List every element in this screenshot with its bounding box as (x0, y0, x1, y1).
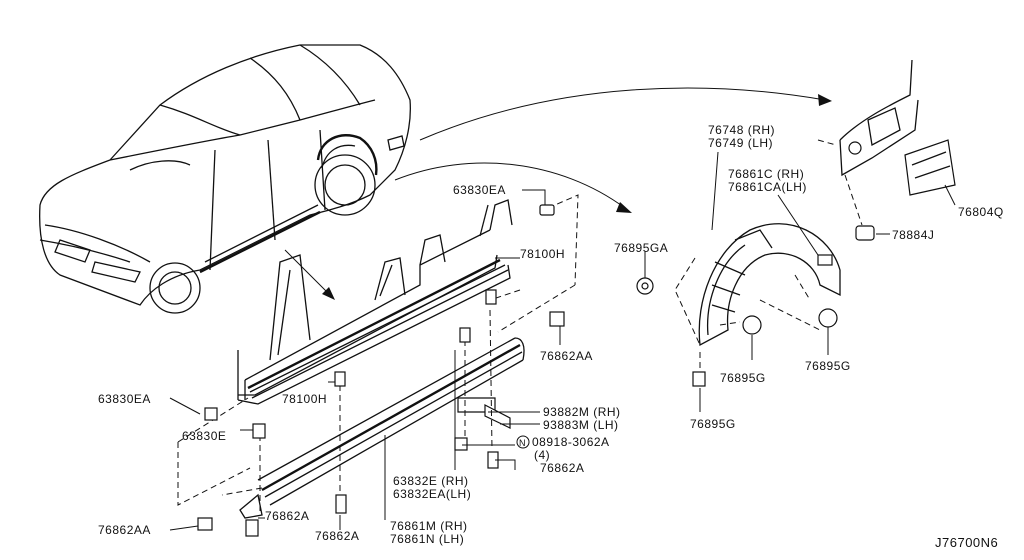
label-76861n: 76861N (LH) (390, 532, 464, 546)
label-76895g-a: 76895G (720, 371, 766, 385)
leader-lines-right (644, 252, 829, 412)
label-08918-qty: (4) (534, 448, 550, 462)
label-76748: 76748 (RH) (708, 123, 775, 137)
car-illustration (39, 44, 411, 314)
label-63830ea-top: 63830EA (453, 183, 506, 197)
fasteners-left (197, 204, 565, 537)
label-76861c: 76861C (RH) (728, 167, 804, 181)
side-sill-assembly (237, 199, 525, 519)
label-63830ea-left: 63830EA (98, 392, 151, 406)
label-76862a-right: 76862A (540, 461, 584, 475)
label-76861ca: 76861CA(LH) (728, 180, 807, 194)
fender-liner-assembly (636, 223, 841, 387)
label-08918-3062a: 08918-3062A (532, 435, 610, 449)
label-76862a-bottom: 76862A (315, 529, 359, 543)
fuel-door-assembly (711, 59, 956, 256)
label-63832e: 63832E (RH) (393, 474, 469, 488)
label-78884j: 78884J (892, 228, 934, 242)
label-78100h-top: 78100H (520, 247, 565, 261)
nut-symbol: N (519, 438, 526, 448)
label-76861m: 76861M (RH) (390, 519, 468, 533)
direction-arrows (284, 87, 832, 300)
label-76895g-c: 76895G (690, 417, 736, 431)
label-76895g-b: 76895G (805, 359, 851, 373)
label-93883m: 93883M (LH) (543, 418, 619, 432)
label-76895ga: 76895GA (614, 241, 668, 255)
diagram-code: J76700N6 (935, 535, 998, 550)
nut-symbol-circle (516, 435, 530, 449)
label-63832ea: 63832EA(LH) (393, 487, 471, 501)
label-76862aa-right: 76862AA (540, 349, 593, 363)
label-76749: 76749 (LH) (708, 136, 773, 150)
label-93882m: 93882M (RH) (543, 405, 621, 419)
label-76862aa-left: 76862AA (98, 523, 151, 537)
label-63830e: 63830E (182, 429, 226, 443)
label-76804q: 76804Q (958, 205, 1004, 219)
leader-lines-left (169, 189, 561, 531)
part-labels: 63830EA 78100H 76862AA 63830EA 78100H 63… (98, 123, 1004, 550)
label-76862a-mid: 76862A (265, 509, 309, 523)
alignment-lines-left (177, 194, 579, 515)
label-78100h-mid: 78100H (282, 392, 327, 406)
